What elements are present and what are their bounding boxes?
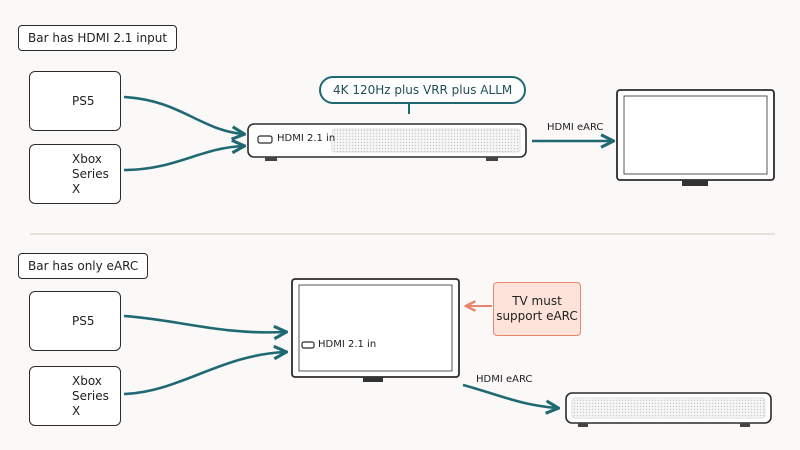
device-name-xbox: Xbox Series X [72,151,109,196]
section-divider [30,233,775,235]
port-label-top: HDMI 2.1 in [277,133,336,144]
tv-bottom [291,278,460,382]
arrow-ps5-to-bar [123,95,243,134]
soundbar-top [247,123,527,161]
arrow-ps5-to-tv [123,314,285,332]
arrow-tv-to-bar [462,383,557,408]
device-card-xbox-top: Xbox Series X [29,144,121,204]
device-name-ps5: PS5 [72,313,95,328]
requirement-note-text: TV must support eARC [496,294,578,323]
device-card-ps5-top: PS5 [29,71,121,131]
port-label-bottom: HDMI 2.1 in [318,339,377,350]
device-name-ps5: PS5 [72,93,95,108]
feature-callout: 4K 120Hz plus VRR plus ALLM [319,76,527,104]
requirement-note: TV must support eARC [493,282,581,336]
link-label-bottom: HDMI eARC [476,374,533,385]
arrow-xbox-to-tv [123,352,285,396]
tv-top [616,89,775,186]
section-label-bottom: Bar has only eARC [18,253,149,279]
section-label-top: Bar has HDMI 2.1 input [18,25,178,51]
device-card-xbox-bottom: Xbox Series X [29,366,121,426]
device-name-xbox: Xbox Series X [72,373,109,418]
link-label-top: HDMI eARC [547,122,604,133]
soundbar-bottom [565,392,772,427]
arrow-xbox-to-bar [123,146,243,172]
device-card-ps5-bottom: PS5 [29,291,121,351]
